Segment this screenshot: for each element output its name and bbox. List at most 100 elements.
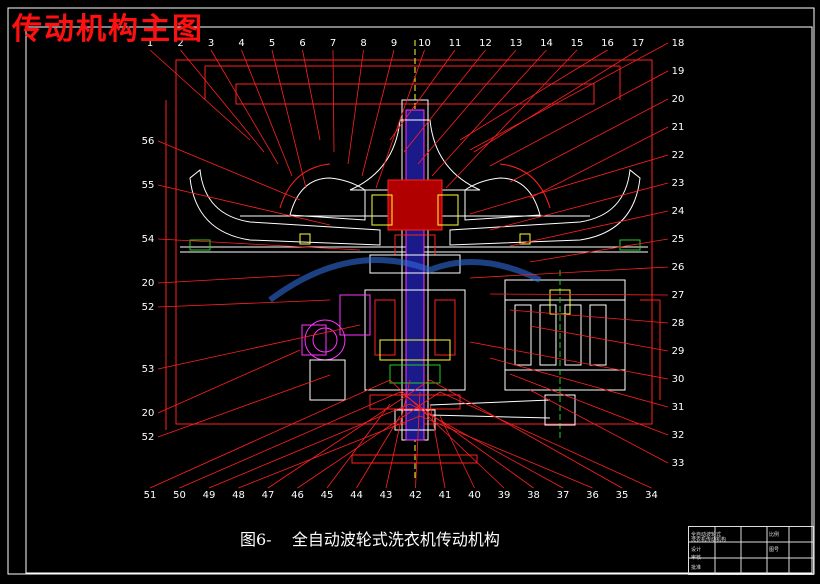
- part-label-left-5: 53: [142, 364, 155, 375]
- part-label-22: 22: [672, 150, 685, 161]
- part-label-left-7: 52: [142, 432, 155, 443]
- part-label-17: 17: [632, 38, 645, 49]
- tb-check: 审核: [691, 555, 702, 561]
- leader-line: [403, 49, 486, 153]
- part-label-47: 47: [262, 490, 275, 501]
- leader-line: [149, 49, 251, 141]
- part-label-25: 25: [672, 234, 685, 245]
- leader-line: [389, 49, 456, 141]
- leader-line: [179, 391, 401, 489]
- part-label-42: 42: [409, 490, 422, 501]
- leader-line: [429, 379, 623, 489]
- leader-line: [529, 238, 669, 263]
- part-label-11: 11: [449, 38, 462, 49]
- leader-line: [439, 391, 652, 489]
- outer-frame: [7, 7, 815, 575]
- part-label-36: 36: [586, 490, 599, 501]
- part-label-46: 46: [291, 490, 304, 501]
- leader-line: [385, 379, 411, 489]
- watermark: [268, 257, 542, 303]
- part-label-45: 45: [321, 490, 334, 501]
- leader-line: [445, 49, 578, 189]
- leader-line: [509, 309, 669, 324]
- part-label-19: 19: [672, 66, 685, 77]
- part-label-left-0: 56: [142, 136, 155, 147]
- part-label-35: 35: [616, 490, 629, 501]
- leader-line: [399, 391, 534, 489]
- tb-design: 设计: [691, 547, 702, 553]
- leader-line: [417, 49, 517, 165]
- figure-caption: 图6- 全自动波轮式洗衣机传动机构: [240, 530, 500, 549]
- part-label-34: 34: [645, 490, 658, 501]
- leader-line: [326, 403, 391, 489]
- part-label-37: 37: [557, 490, 570, 501]
- tb-scale: 比例: [769, 532, 780, 538]
- part-label-10: 10: [418, 38, 431, 49]
- part-label-21: 21: [672, 122, 685, 133]
- part-label-27: 27: [672, 290, 685, 301]
- leader-line: [149, 379, 391, 489]
- part-label-16: 16: [601, 38, 614, 49]
- part-label-41: 41: [439, 490, 452, 501]
- leader-line: [509, 98, 669, 183]
- leader-line: [157, 140, 301, 201]
- leader-line: [509, 210, 669, 247]
- part-label-left-2: 54: [142, 234, 155, 245]
- part-label-12: 12: [479, 38, 492, 49]
- part-label-7: 7: [330, 38, 336, 49]
- leader-line: [157, 184, 331, 226]
- part-label-left-4: 52: [142, 302, 155, 313]
- part-label-43: 43: [380, 490, 393, 501]
- part-label-left-1: 55: [142, 180, 155, 191]
- leader-line: [469, 42, 669, 151]
- leader-line: [271, 49, 307, 189]
- part-label-2: 2: [177, 38, 183, 49]
- title-block: 全自动波轮式 洗衣机传动机构 比例 图号 设计 审核 批准: [688, 526, 814, 575]
- part-label-5: 5: [269, 38, 275, 49]
- leader-line: [419, 415, 593, 489]
- part-label-1: 1: [147, 38, 153, 49]
- part-label-39: 39: [498, 490, 511, 501]
- leader-line: [529, 325, 669, 352]
- part-label-24: 24: [672, 206, 685, 217]
- leader-line: [409, 403, 564, 489]
- leader-line: [356, 415, 401, 489]
- part-label-28: 28: [672, 318, 685, 329]
- leader-line: [157, 349, 301, 414]
- part-label-49: 49: [203, 490, 216, 501]
- leader-line: [529, 389, 669, 464]
- tb-approve: 批准: [691, 565, 702, 571]
- overlay-title: 传动机构主图: [12, 12, 204, 47]
- part-label-32: 32: [672, 430, 685, 441]
- leader-line: [157, 238, 361, 251]
- leader-line: [347, 49, 364, 165]
- part-label-29: 29: [672, 346, 685, 357]
- leader-line: [302, 49, 321, 141]
- leader-line: [489, 357, 669, 408]
- tb-name1: 全自动波轮式: [691, 532, 722, 538]
- part-label-13: 13: [510, 38, 523, 49]
- leader-line: [297, 391, 441, 489]
- leader-line: [489, 182, 669, 231]
- part-label-33: 33: [672, 458, 685, 469]
- leader-line: [473, 49, 639, 153]
- part-label-9: 9: [391, 38, 397, 49]
- leader-line: [529, 126, 669, 199]
- leader-line: [509, 373, 669, 436]
- leader-line: [431, 49, 547, 177]
- leader-line: [429, 403, 446, 489]
- part-label-38: 38: [527, 490, 540, 501]
- part-label-20: 20: [672, 94, 685, 105]
- leader-line: [332, 49, 335, 153]
- part-label-48: 48: [232, 490, 245, 501]
- leader-line: [238, 415, 421, 489]
- impeller-right: [464, 177, 541, 221]
- leader-line: [208, 403, 411, 489]
- part-label-14: 14: [540, 38, 553, 49]
- part-label-15: 15: [571, 38, 584, 49]
- leader-line: [469, 266, 669, 279]
- part-label-18: 18: [672, 38, 685, 49]
- part-label-50: 50: [173, 490, 186, 501]
- part-label-51: 51: [144, 490, 157, 501]
